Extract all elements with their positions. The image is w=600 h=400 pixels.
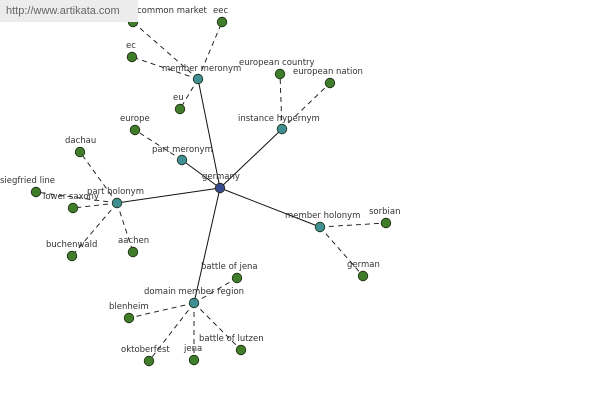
label-eec[interactable]: eec [213,6,228,16]
node-eec[interactable] [216,16,228,28]
label-instance-hypernym[interactable]: instance hypernym [238,114,320,124]
nodes-layer [30,16,392,367]
labels-layer: germany member meronym common market eec ec e… [0,6,400,355]
node-member-meronym[interactable] [192,73,204,85]
node-ec[interactable] [126,51,138,63]
edge-part-meronym-europe [134,129,183,161]
edges-layer [35,21,387,362]
edge-domain-member-region-battle-of-lutzen [193,302,242,351]
node-european-country[interactable] [274,68,286,80]
label-german[interactable]: german [347,260,380,270]
node-battle-of-jena[interactable] [231,272,243,284]
edge-instance-hypernym-european-country [279,73,283,130]
node-german[interactable] [357,270,369,282]
label-oktoberfest[interactable]: oktoberfest [121,345,170,355]
node-part-holonym[interactable] [111,197,123,209]
node-eu[interactable] [174,103,186,115]
node-instance-hypernym[interactable] [276,123,288,135]
node-jena[interactable] [188,354,200,366]
node-battle-of-lutzen[interactable] [235,344,247,356]
label-member-meronym[interactable]: member meronym [162,64,241,74]
node-lower-saxony[interactable] [67,202,79,214]
label-sorbian[interactable]: sorbian [369,207,400,217]
label-germany[interactable]: germany [202,172,240,182]
label-aachen[interactable]: aachen [118,236,149,246]
node-domain-member-region[interactable] [188,297,200,309]
label-lower-saxony[interactable]: lower saxony [43,192,99,202]
node-dachau[interactable] [74,146,86,158]
label-siegfried-line[interactable]: siegfried line [0,176,55,186]
edge-member-holonym-german [319,226,364,277]
edge-domain-member-region-oktoberfest [148,302,195,362]
node-member-holonym[interactable] [314,221,326,233]
label-battle-of-lutzen[interactable]: battle of lutzen [199,334,264,344]
edge-germany-part-meronym [181,159,221,189]
edge-germany-part-holonym [116,187,221,204]
edge-germany-instance-hypernym [219,128,283,189]
node-europe[interactable] [129,124,141,136]
node-oktoberfest[interactable] [143,355,155,367]
edge-part-holonym-siegfried-line [35,191,118,204]
node-blenheim[interactable] [123,312,135,324]
edge-member-meronym-ec [131,56,199,80]
label-dachau[interactable]: dachau [65,136,96,146]
edge-germany-member-meronym [197,78,221,189]
edge-part-holonym-buchenwald [71,202,118,257]
edge-germany-member-holonym [219,187,321,228]
label-part-holonym[interactable]: part holonym [87,187,144,197]
label-eu[interactable]: eu [173,93,184,103]
node-germany[interactable] [214,182,226,194]
edge-part-holonym-lower-saxony [72,202,118,209]
edge-instance-hypernym-european-nation [281,82,331,130]
node-buchenwald[interactable] [66,250,78,262]
label-europe[interactable]: europe [120,114,150,124]
label-part-meronym[interactable]: part meronym [152,145,213,155]
node-aachen[interactable] [127,246,139,258]
node-european-nation[interactable] [324,77,336,89]
label-ec[interactable]: ec [126,41,136,51]
edge-member-holonym-sorbian [319,222,387,228]
edge-member-meronym-common-market [132,21,199,80]
node-part-meronym[interactable] [176,154,188,166]
label-jena[interactable]: jena [183,344,202,354]
node-siegfried-line[interactable] [30,186,42,198]
label-european-country[interactable]: european country [239,58,315,68]
edge-member-meronym-eu [179,78,199,110]
label-blenheim[interactable]: blenheim [109,302,149,312]
label-common-market[interactable]: common market [137,6,208,16]
edge-part-holonym-dachau [79,151,118,204]
label-member-holonym[interactable]: member holonym [285,211,360,221]
edge-germany-domain-member-region [193,187,221,304]
label-buchenwald[interactable]: buchenwald [46,240,97,250]
node-sorbian[interactable] [380,217,392,229]
edge-domain-member-region-blenheim [128,302,195,319]
edge-member-meronym-eec [197,21,223,80]
source-url-banner[interactable]: http://www.artikata.com [0,0,138,22]
label-domain-member-region[interactable]: domain member region [144,287,244,297]
label-battle-of-jena[interactable]: battle of jena [201,262,258,272]
label-european-nation[interactable]: european nation [293,67,363,77]
